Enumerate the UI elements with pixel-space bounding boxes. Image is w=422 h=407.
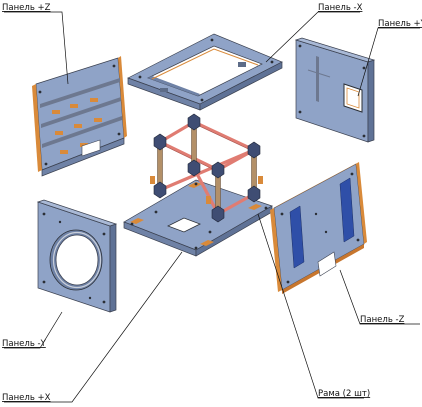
label-panel-minus-x: Панель -X	[318, 3, 363, 13]
panel-minus-x	[127, 33, 283, 111]
label-panel-plus-x: Панель +X	[2, 393, 51, 403]
frame-assembly	[123, 113, 273, 257]
panel-plus-y	[294, 37, 376, 143]
label-frame: Рама (2 шт)	[318, 389, 370, 399]
post-joints	[153, 113, 261, 223]
panel-minus-y	[36, 199, 118, 313]
component-labels: Панель +Z Панель -X Панель +Y Панель -Y …	[2, 3, 422, 403]
label-panel-plus-y: Панель +Y	[378, 19, 422, 29]
label-panel-minus-y: Панель -Y	[2, 339, 47, 349]
label-panel-plus-z: Панель +Z	[2, 3, 51, 13]
leader-lines	[4, 11, 420, 403]
panel-minus-z	[270, 162, 367, 294]
label-panel-minus-z: Панель -Z	[360, 315, 405, 325]
panel-plus-z	[32, 56, 127, 177]
